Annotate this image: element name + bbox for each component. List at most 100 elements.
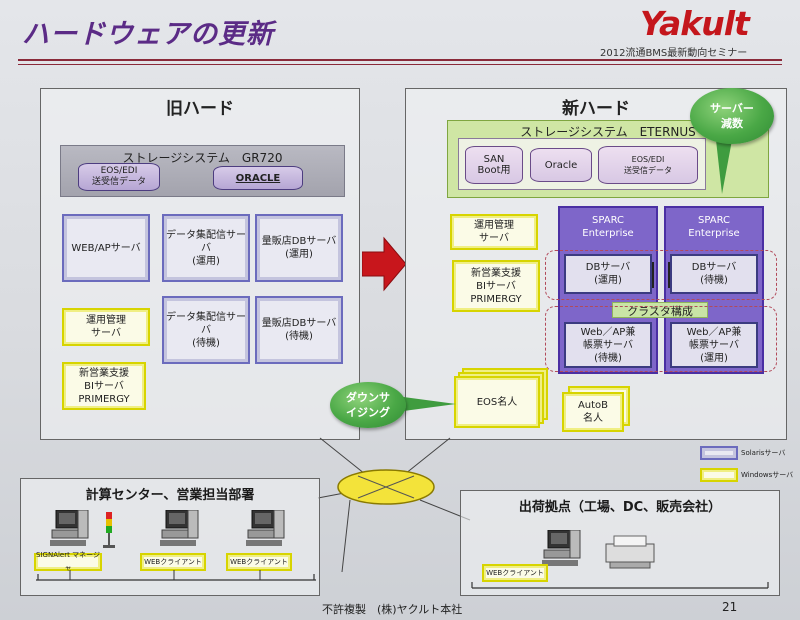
lan-bus-line xyxy=(36,570,316,581)
new-operations-server: 運用管理 サーバ xyxy=(450,214,538,250)
old-hardware-title: 旧ハード xyxy=(166,99,234,119)
cyl-line: 送受信データ xyxy=(91,177,146,187)
old-bi-server: 新営業支援 BIサーバ PRIMERGY xyxy=(62,362,146,410)
printer-icon xyxy=(605,535,655,569)
box-line: SIGNAlert マネージャ xyxy=(36,551,100,572)
box-line: (運用) xyxy=(594,275,622,286)
cyl-line: ORACLE xyxy=(235,172,281,184)
lan-bus-line xyxy=(471,582,769,589)
box-line: 帳票サーバ xyxy=(689,339,739,351)
box-line: (待機) xyxy=(192,337,220,349)
box-line: WEBクライアント xyxy=(144,557,202,566)
slide-title: ハードウェアの更新 xyxy=(22,19,274,50)
box-line: 新営業支援 xyxy=(471,267,521,279)
box-line: データ集配信サーバ xyxy=(166,311,246,336)
old-eos-edi-cylinder: EOS/EDI 送受信データ xyxy=(78,163,160,191)
cluster-link xyxy=(652,262,670,288)
new-eos-edi-cylinder: EOS/EDI 送受信データ xyxy=(598,146,698,184)
web-client-label: WEBクライアント xyxy=(226,553,292,571)
cyl-line: SAN xyxy=(483,154,505,165)
bubble-line: ダウンサ xyxy=(346,391,390,404)
box-line: 運用管理 xyxy=(474,220,514,231)
box-line: WEB/APサーバ xyxy=(71,242,141,254)
yakult-logo: Yakult xyxy=(640,4,750,43)
box-line: (待機) xyxy=(285,331,313,342)
bubble-tail-icon xyxy=(396,396,456,412)
sparc-line: SPARC xyxy=(591,215,624,226)
legend-windows-label: Windowsサーバ xyxy=(741,471,794,479)
network-hub-icon xyxy=(337,469,435,505)
shipping-base-title: 出荷拠点（工場、DC、販売会社） xyxy=(518,500,722,515)
old-mass-retail-db-server-active: 量販店DBサーバ (運用) xyxy=(255,214,343,282)
box-line: 名人 xyxy=(583,413,603,424)
box-line: WEBクライアント xyxy=(230,557,288,566)
box-line: PRIMERGY xyxy=(470,293,522,305)
new-web-ap-report-server-standby: Web／AP兼 帳票サーバ (待機) xyxy=(564,322,652,368)
sparc-line: Enterprise xyxy=(688,228,740,239)
legend-solaris-swatch xyxy=(700,446,738,460)
computer-icon xyxy=(50,510,89,546)
box-line: 運用管理 xyxy=(86,315,126,326)
autob-meijin-server: AutoB 名人 xyxy=(562,392,624,432)
box-line: 量販店DBサーバ xyxy=(261,318,337,329)
sparc-line: Enterprise xyxy=(582,228,634,239)
signalert-manager-label: SIGNAlert マネージャ xyxy=(34,551,102,572)
downsizing-bubble: ダウンサ イジング xyxy=(330,382,406,428)
box-line: 量販店DBサーバ xyxy=(261,236,337,247)
box-line: (運用) xyxy=(192,255,220,267)
shipping-web-client-label: WEBクライアント xyxy=(482,564,548,582)
box-line: データ集配信サーバ xyxy=(166,229,246,254)
box-line: DBサーバ xyxy=(691,262,737,273)
old-operations-server: 運用管理 サーバ xyxy=(62,308,150,346)
box-line: 帳票サーバ xyxy=(583,339,633,351)
new-db-server-active: DBサーバ (運用) xyxy=(564,254,652,294)
box-line: BIサーバ xyxy=(476,280,516,292)
header-rule-thin xyxy=(18,64,782,65)
header-rule xyxy=(18,59,782,61)
signal-tower-icon xyxy=(103,512,115,548)
cyl-line: Oracle xyxy=(544,159,578,171)
new-hardware-title: 新ハード xyxy=(562,99,630,119)
new-san-boot-cylinder: SAN Boot用 xyxy=(465,146,523,184)
box-line: Web／AP兼 xyxy=(686,326,742,338)
old-storage-label: ストレージシステム GR720 xyxy=(122,151,283,165)
web-client-label: WEBクライアント xyxy=(140,553,206,571)
eos-meijin-server: EOS名人 xyxy=(454,376,540,428)
cyl-line: EOS/EDI xyxy=(100,166,138,176)
box-line: (運用) xyxy=(700,352,728,364)
old-oracle-cylinder: ORACLE xyxy=(213,166,303,190)
server-reduction-bubble: サーバー 減数 xyxy=(690,88,774,144)
computer-icon xyxy=(542,530,581,566)
cyl-line: EOS/EDI xyxy=(631,155,665,164)
new-db-server-standby: DBサーバ (待機) xyxy=(670,254,758,294)
page-number: 21 xyxy=(722,600,738,614)
box-line: (運用) xyxy=(285,249,313,260)
box-line: AutoB xyxy=(577,400,609,411)
legend-solaris-label: Solarisサーバ xyxy=(741,449,786,457)
box-line: サーバ xyxy=(479,233,509,244)
bubble-tail-icon xyxy=(716,140,732,194)
box-line: DBサーバ xyxy=(585,262,631,273)
legend-windows-swatch xyxy=(700,468,738,482)
sparc-line: SPARC xyxy=(697,215,730,226)
seminar-name: 2012流通BMS最新動向セミナー xyxy=(600,48,748,59)
new-web-ap-report-server-active: Web／AP兼 帳票サーバ (運用) xyxy=(670,322,758,368)
box-line: PRIMERGY xyxy=(78,393,130,405)
bubble-line: サーバー xyxy=(710,102,754,115)
old-data-delivery-server-active: データ集配信サーバ (運用) xyxy=(162,214,250,282)
old-web-ap-server: WEB/APサーバ xyxy=(62,214,150,282)
bubble-line: 減数 xyxy=(721,117,743,130)
box-line: サーバ xyxy=(91,328,121,339)
box-line: WEBクライアント xyxy=(486,568,544,577)
box-line: 新営業支援 xyxy=(79,367,129,379)
computer-icon xyxy=(160,510,199,546)
box-line: (待機) xyxy=(700,275,728,286)
old-mass-retail-db-server-standby: 量販店DBサーバ (待機) xyxy=(255,296,343,364)
box-line: Web／AP兼 xyxy=(580,326,636,338)
migration-arrow-icon xyxy=(362,236,406,292)
cyl-line: Boot用 xyxy=(477,165,511,176)
db-cluster-group xyxy=(545,250,777,300)
web-cluster-group xyxy=(545,306,777,372)
old-data-delivery-server-standby: データ集配信サーバ (待機) xyxy=(162,296,250,364)
